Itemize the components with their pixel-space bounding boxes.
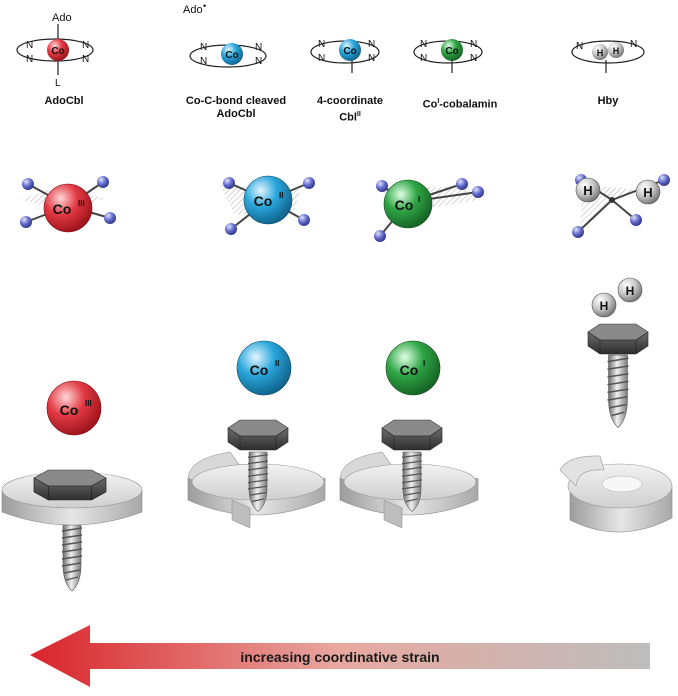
hby-label: Hby [597,95,619,107]
nitrogen-label: N [26,40,33,51]
nitrogen-label: N [200,42,207,53]
nitrogen-label: N [255,56,262,67]
adocbl-ball-model: Co III [20,176,116,233]
hby-screw-analogy: H H [559,277,673,533]
four-coordinate-line1: 4-coordinate [316,95,383,107]
co1-screw-symbol: Co [400,362,419,378]
nitrogen-label: N [318,39,325,50]
co3-screw-analogy: Co III [1,380,143,592]
co1-ball-symbol: Co [395,197,414,213]
cleaved-label-line2: AdoCbl [216,108,256,120]
nitrogen-label: N [318,53,325,64]
adocbl-structure: Co N N N N Ado L [16,12,94,89]
cleaved-co-symbol: Co [225,50,238,61]
radical-mark: • [203,1,206,11]
co1-co-symbol: Co [445,46,458,57]
nitrogen-label: N [420,39,427,50]
nitrogen-label: N [576,41,583,52]
nitrogen-label: N [420,53,427,64]
strain-arrow-label: increasing coordinative strain [240,649,440,665]
co2-ball-symbol: Co [254,193,273,209]
co2-screw-analogy: Co II [187,340,326,529]
co1-screw-ox: I [423,359,425,368]
ado-radical-label: Ado [183,4,203,16]
co2-ball-ox: II [279,191,283,200]
four-coordinate-structure: Co N N N N [310,39,380,73]
strain-arrow [30,625,650,687]
co1-ball-model: Co I [374,178,484,242]
nitrogen-label: N [470,53,477,64]
cbl-text: Cbl [339,111,357,124]
nitrogen-label: N [368,39,375,50]
adocbl-label: AdoCbl [44,95,84,107]
co3-screw-symbol: Co [60,402,79,418]
ado-ligand-label: Ado [52,12,72,24]
nitrogen-label: N [200,56,207,67]
cleaved-ball-model: Co II [220,175,315,235]
nitrogen-label: N [82,40,89,51]
h-ball-symbol: H [583,183,592,198]
co1-label-rest: -cobalamin [439,98,498,111]
co2-screw-symbol: Co [250,362,269,378]
co3-ball-symbol: Co [53,201,72,217]
cleaved-structure: Ado • Co N N N N [183,1,267,68]
axial-ligand-label: L [55,78,61,89]
co1-label-ox: I [437,98,440,105]
co3-ball-ox: III [78,199,85,208]
four-coordinate-line2: CblII [310,108,390,125]
nitrogen-label: N [26,54,33,65]
hby-structure: H H N N [571,39,645,73]
nitrogen-label: N [368,53,375,64]
nitrogen-label: N [255,42,262,53]
nitrogen-label: N [82,54,89,65]
cleaved-label: Co-C-bond cleaved AdoCbl [176,95,296,121]
cbl-ox: II [356,111,361,118]
cleaved-label-line1: Co-C-bond cleaved [185,95,287,107]
four-co-symbol: Co [343,46,356,57]
co1-label-co: Co [422,98,438,111]
co1-screw-analogy: Co I [339,340,479,529]
nitrogen-label: N [630,39,637,50]
h-screw-symbol: H [626,284,635,298]
co1-cobalamin-label: CoI-cobalamin [410,95,510,112]
hby-ball-model: H H [572,174,670,238]
co2-screw-ox: II [275,359,279,368]
four-coordinate-label: 4-coordinate CblII [310,95,390,125]
co3-screw-ox: III [85,399,92,408]
h-ball-symbol: H [643,185,652,200]
hydrogen-label: H [597,48,604,58]
hydrogen-label: H [613,46,620,56]
nitrogen-label: N [470,39,477,50]
adocbl-co-symbol: Co [51,46,64,57]
h-screw-symbol: H [600,299,609,313]
co1-ball-ox: I [418,195,420,204]
co1-structure: Co N N N N [413,39,483,73]
